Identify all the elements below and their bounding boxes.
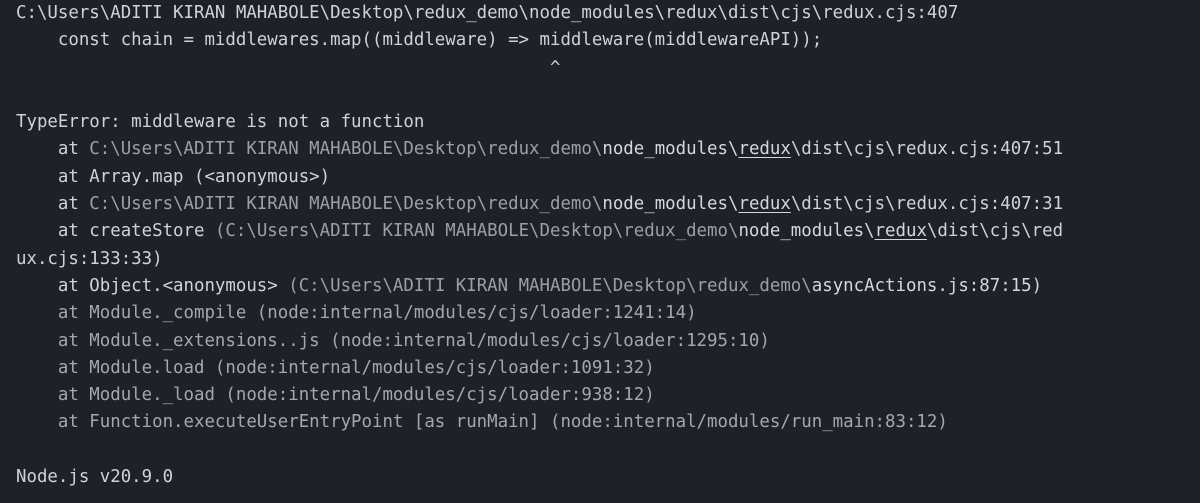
stack-frame-prefix: at Object.<anonymous> [16,275,289,296]
stack-frame-location: \dist\cjs\redux.cjs:407:31 [790,194,1064,215]
stack-frame-package-name: redux [738,194,791,215]
stack-frame: at Array.map (<anonymous>) [16,166,331,187]
stack-frame-package-dir: node_modules\ [738,221,875,242]
blank-line [16,437,1200,464]
stack-frame: at C:\Users\ADITI KIRAN MAHABOLE\Desktop… [16,191,1200,218]
stack-frame: at Module.load (node:internal/modules/cj… [16,357,655,378]
stack-frame-wrap: ux.cjs:133:33) [16,248,163,269]
stack-frame-package-name: redux [874,221,927,242]
stack-frame-prefix: at [16,194,90,215]
error-caret: ^ [16,57,561,78]
stack-frame: at Object.<anonymous> (C:\Users\ADITI KI… [16,273,1200,300]
stack-frame-package-name: redux [738,139,791,160]
stack-frame-location: \dist\cjs\redux.cjs:407:51 [790,139,1064,160]
stack-frame-location: \dist\cjs\red [926,221,1064,242]
stack-frame: at Module._compile (node:internal/module… [16,303,697,324]
stack-frame: at C:\Users\ADITI KIRAN MAHABOLE\Desktop… [16,136,1200,163]
stack-frame-package-dir: node_modules\ [602,194,739,215]
stack-frame: at Module._extensions..js (node:internal… [16,330,770,351]
blank-line [16,82,1200,109]
error-message: TypeError: middleware is not a function [16,112,425,133]
stack-frame: at Module._load (node:internal/modules/c… [16,385,655,406]
stack-frame-path: (C:\Users\ADITI KIRAN MAHABOLE\Desktop\r… [214,221,739,242]
stack-frame-package-dir: node_modules\ [602,139,739,160]
stack-frame-prefix: at [16,139,90,160]
node-version: Node.js v20.9.0 [16,467,174,488]
stack-frame-path: C:\Users\ADITI KIRAN MAHABOLE\Desktop\re… [89,194,603,215]
stack-frame-file: asyncActions.js:87:15 [811,275,1032,296]
stack-frame: at createStore (C:\Users\ADITI KIRAN MAH… [16,218,1200,245]
error-source-code: const chain = middlewares.map((middlewar… [16,30,823,51]
error-source-path: C:\Users\ADITI KIRAN MAHABOLE\Desktop\re… [16,3,959,23]
stack-frame-close: ) [1031,275,1043,296]
stack-frame-path: C:\Users\ADITI KIRAN MAHABOLE\Desktop\re… [89,139,603,160]
stack-frame-prefix: at createStore [16,221,215,242]
stack-frame-path: (C:\Users\ADITI KIRAN MAHABOLE\Desktop\r… [288,275,812,296]
stack-frame: at Function.executeUserEntryPoint [as ru… [16,412,948,433]
